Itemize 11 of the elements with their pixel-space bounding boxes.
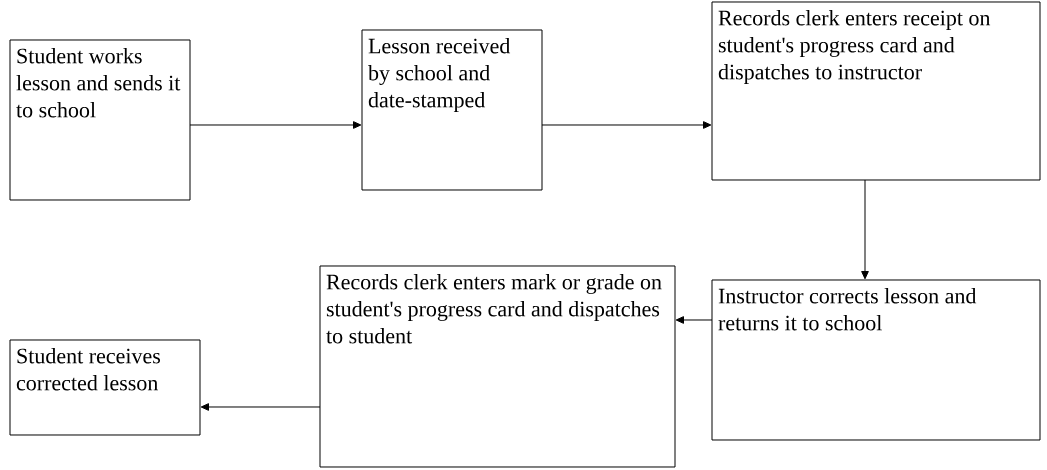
process-box: Instructor corrects lesson and returns it to school xyxy=(711,279,1041,441)
process-box: Records clerk enters mark or grade on student's progress card and dispatches to student xyxy=(319,265,676,468)
process-box: Lesson received by school and date-stamped xyxy=(361,29,543,191)
process-box: Student works lesson and sends it to school xyxy=(9,39,191,201)
arrow xyxy=(861,179,869,280)
arrow xyxy=(675,316,713,324)
process-box: Student receives corrected lesson xyxy=(9,339,201,436)
arrow xyxy=(541,121,712,129)
process-box: Records clerk enters receipt on student's progress card and dispatches to instructor xyxy=(711,1,1041,181)
arrow xyxy=(200,403,321,411)
arrow xyxy=(189,121,362,129)
